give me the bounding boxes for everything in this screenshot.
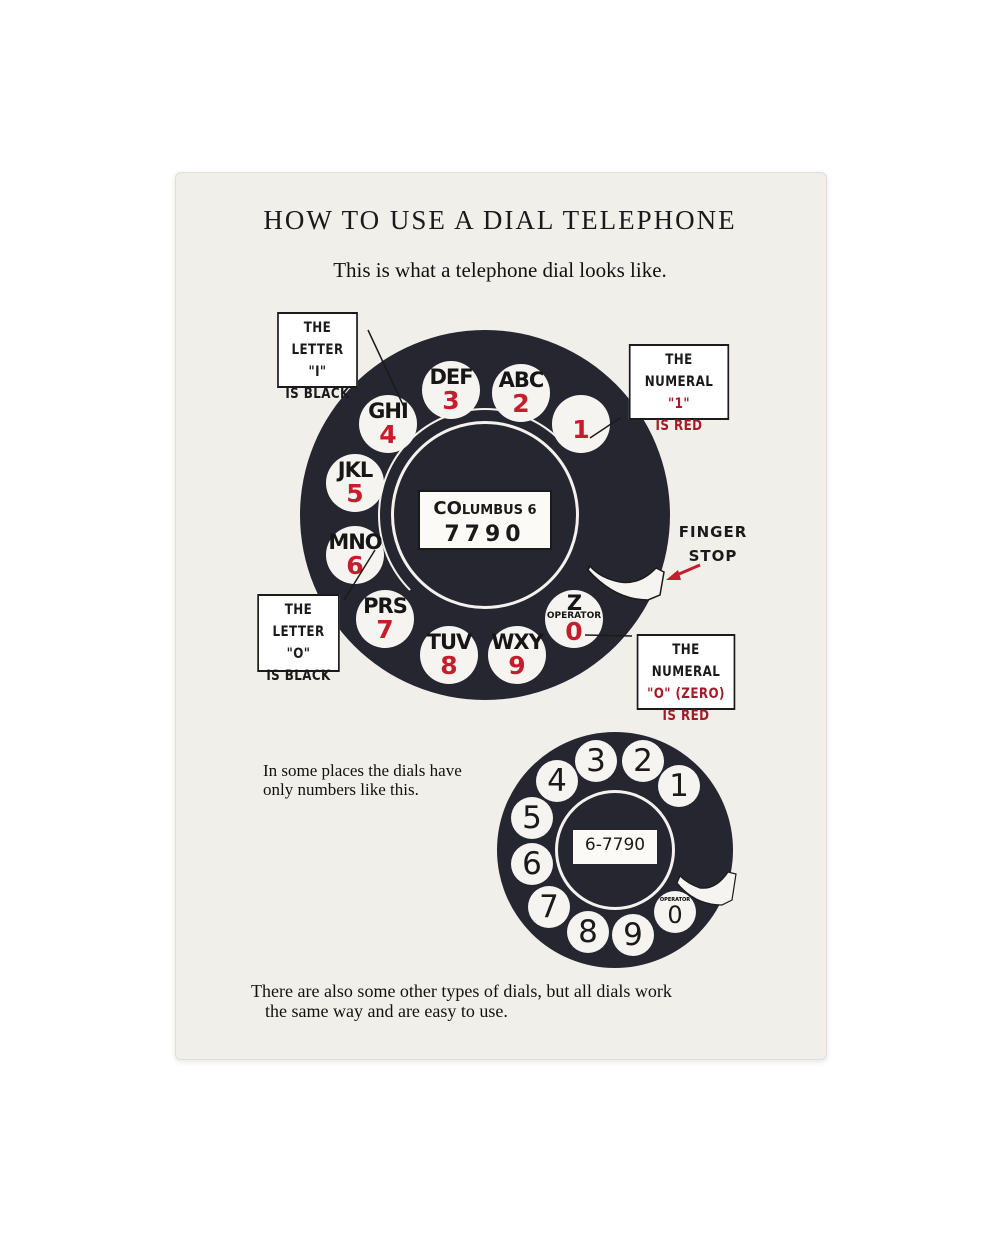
main-dial-number-card: COLUMBUS 6 7790: [418, 490, 552, 550]
small-dial-hole-8[interactable]: 8: [567, 911, 609, 953]
callout-line: IS RED: [662, 708, 710, 724]
small-dial-hole-4[interactable]: 4: [536, 760, 578, 802]
label-line: STOP: [688, 547, 738, 565]
small-dial-hole-2[interactable]: 2: [622, 740, 664, 782]
numeral: 1: [669, 768, 689, 804]
operator-label: OPERATOR: [659, 897, 691, 903]
numeral: 9: [623, 917, 643, 953]
numeral: 1: [572, 414, 590, 444]
numeral: 6: [346, 551, 364, 580]
numeral: 2: [633, 743, 653, 779]
subtitle: This is what a telephone dial looks like…: [333, 258, 667, 282]
footer-line: There are also some other types of dials…: [251, 981, 672, 1001]
letters: JKL: [337, 458, 373, 482]
finger-stop-label: FINGER STOP: [670, 520, 756, 568]
letters: DEF: [429, 365, 473, 389]
callout-line: IS BLACK: [285, 386, 350, 402]
callout-line: THE NUMERAL: [651, 642, 721, 680]
small-dial-hole-9[interactable]: 9: [612, 914, 654, 956]
leader-line-letter-o: [343, 549, 376, 601]
numeral: 8: [578, 914, 598, 950]
footer-note: There are also some other types of dials…: [251, 981, 672, 1021]
exchange-prefix: CO: [433, 498, 462, 519]
numeral: 7: [539, 889, 559, 925]
letters: TUV: [426, 630, 473, 654]
callout-letter-i: THE LETTER "I" IS BLACK: [277, 312, 358, 402]
callout-numeral-0: THE NUMERAL "O" (ZERO) IS RED: [636, 634, 736, 724]
letters: WXY: [491, 630, 544, 654]
small-dial-number: 6-7790: [584, 835, 646, 855]
small-dial-hole-0-operator[interactable]: OPERATOR 0: [654, 891, 696, 933]
small-dial-hole-6[interactable]: 6: [511, 843, 553, 885]
numeral: 9: [508, 651, 526, 680]
letters: ABC: [498, 368, 545, 392]
callout-line: THE LETTER: [272, 602, 325, 640]
operator-label: OPERATOR: [546, 611, 602, 621]
label-line: FINGER: [678, 523, 748, 541]
small-dial-hole-3[interactable]: 3: [575, 740, 617, 782]
numeral: 2: [512, 389, 530, 418]
small-dial-hole-1[interactable]: 1: [658, 765, 700, 807]
dial-hole-2[interactable]: ABC 2: [492, 364, 550, 422]
callout-line: "O" (ZERO): [647, 686, 725, 702]
callout-letter-o: THE LETTER "O" IS BLACK: [257, 594, 340, 684]
callout-line: "O": [286, 646, 311, 662]
footer-line: the same way and are easy to use.: [265, 1001, 508, 1021]
letters: Z: [566, 591, 582, 615]
main-dial-finger-wheel-arc: [378, 408, 592, 622]
dial-hole-9[interactable]: WXY 9: [488, 626, 546, 684]
leader-line-numeral-0: [584, 634, 633, 637]
small-dial-number-card: 6-7790: [573, 830, 657, 864]
small-dial-hole-7[interactable]: 7: [528, 886, 570, 928]
finger-stop-icon: [587, 564, 665, 601]
numeral: 4: [379, 420, 397, 449]
callout-numeral-1: THE NUMERAL "1" IS RED: [628, 344, 730, 434]
letters: MNO: [328, 530, 382, 554]
dial-hole-1[interactable]: 1: [552, 395, 610, 453]
dial-hole-3[interactable]: DEF 3: [422, 361, 480, 419]
dial-hole-0-operator[interactable]: Z OPERATOR 0: [545, 590, 603, 648]
small-finger-stop-icon: [676, 871, 737, 906]
exchange-name: LUMBUS 6: [461, 503, 537, 518]
numeral: 3: [442, 386, 460, 415]
numeral: 5: [522, 800, 542, 836]
dial-hole-5[interactable]: JKL 5: [326, 454, 384, 512]
numeral: 8: [440, 651, 458, 680]
page-title: HOW TO USE A DIAL TELEPHONE: [263, 205, 737, 235]
numeral: 7: [376, 615, 394, 644]
callout-line: THE NUMERAL: [644, 352, 714, 390]
caption-line: In some places the dials have: [263, 761, 462, 780]
numbers-only-caption: In some places the dials have only numbe…: [263, 761, 462, 799]
dial-hole-6[interactable]: MNO 6: [326, 526, 384, 584]
letters: GHI: [368, 399, 409, 423]
numeral: 4: [547, 763, 567, 799]
dial-hole-8[interactable]: TUV 8: [420, 626, 478, 684]
numeral: 3: [586, 743, 606, 779]
numeral: 0: [667, 901, 683, 929]
callout-line: "I": [308, 364, 327, 380]
numeral: 5: [346, 479, 364, 508]
dial-hole-7[interactable]: PRS 7: [356, 590, 414, 648]
small-dial-inner-ring: [555, 790, 675, 910]
line-number: 7790: [444, 522, 526, 547]
callout-line: IS RED: [655, 418, 703, 434]
dial-hole-4[interactable]: GHI 4: [359, 395, 417, 453]
callout-line: IS BLACK: [266, 668, 331, 684]
numeral: 6: [522, 846, 542, 882]
callout-line: THE LETTER: [291, 320, 344, 358]
caption-line: only numbers like this.: [263, 780, 419, 799]
small-dial-hole-5[interactable]: 5: [511, 797, 553, 839]
leader-line-numeral-1: [589, 417, 621, 439]
numeral: 0: [565, 617, 583, 646]
letters: PRS: [363, 594, 408, 618]
callout-line: "1": [668, 396, 690, 412]
leader-line-letter-i: [367, 329, 405, 408]
